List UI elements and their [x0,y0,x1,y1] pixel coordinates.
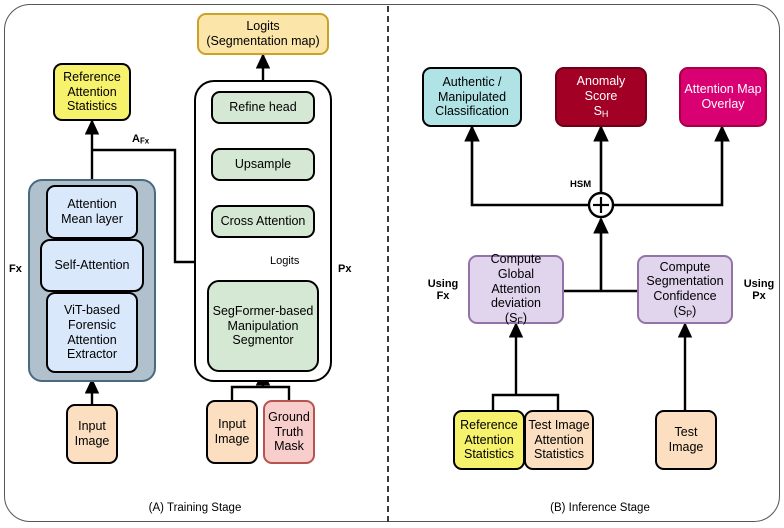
caption-inference-stage: (B) Inference Stage [550,502,650,514]
sf-symbol: (S [504,311,518,326]
edge-hsm-to-overlay [613,124,730,207]
label-branch-px: Px [338,263,352,275]
a-fx-symbol: A [132,133,140,145]
node-refine-head[interactable]: Refine head [211,91,315,124]
edge-inputs-to-segformer [230,385,291,400]
anomaly-score-symbol: S [593,103,602,118]
edge-stats-merge [491,393,560,410]
node-cross-attention[interactable]: Cross Attention [211,205,315,238]
label-branch-fx: Fx [9,263,22,275]
edge-hsm-to-classification [464,124,589,207]
upsample-label: Upsample [234,157,292,172]
sp-tail: ) [692,303,697,318]
node-logits-segmentation-map[interactable]: Logits(Segmentation map) [197,13,329,55]
cross-attention-label: Cross Attention [220,214,306,229]
sf-subscript: F [517,316,523,327]
a-fx-subscript: Fx [139,136,150,146]
self-attention-label: Self-Attention [54,258,130,273]
anomaly-score-subscript: H [601,108,609,119]
sp-subscript: P [686,308,693,319]
sf-tail: ) [522,311,528,326]
sp-symbol: (S [673,303,687,318]
diagram-outer-frame [4,4,780,522]
label-a-fx: AFx [132,133,149,146]
label-logits-edge: Logits [270,255,300,267]
stage-divider [387,6,389,522]
node-upsample[interactable]: Upsample [211,148,315,181]
label-hsm: HSM [570,179,592,190]
caption-training-stage: (A) Training Stage [148,502,242,514]
anomaly-score-label: Anomaly Score [576,74,626,104]
refine-head-label: Refine head [229,100,297,115]
node-self-attention[interactable]: Self-Attention [40,239,144,292]
